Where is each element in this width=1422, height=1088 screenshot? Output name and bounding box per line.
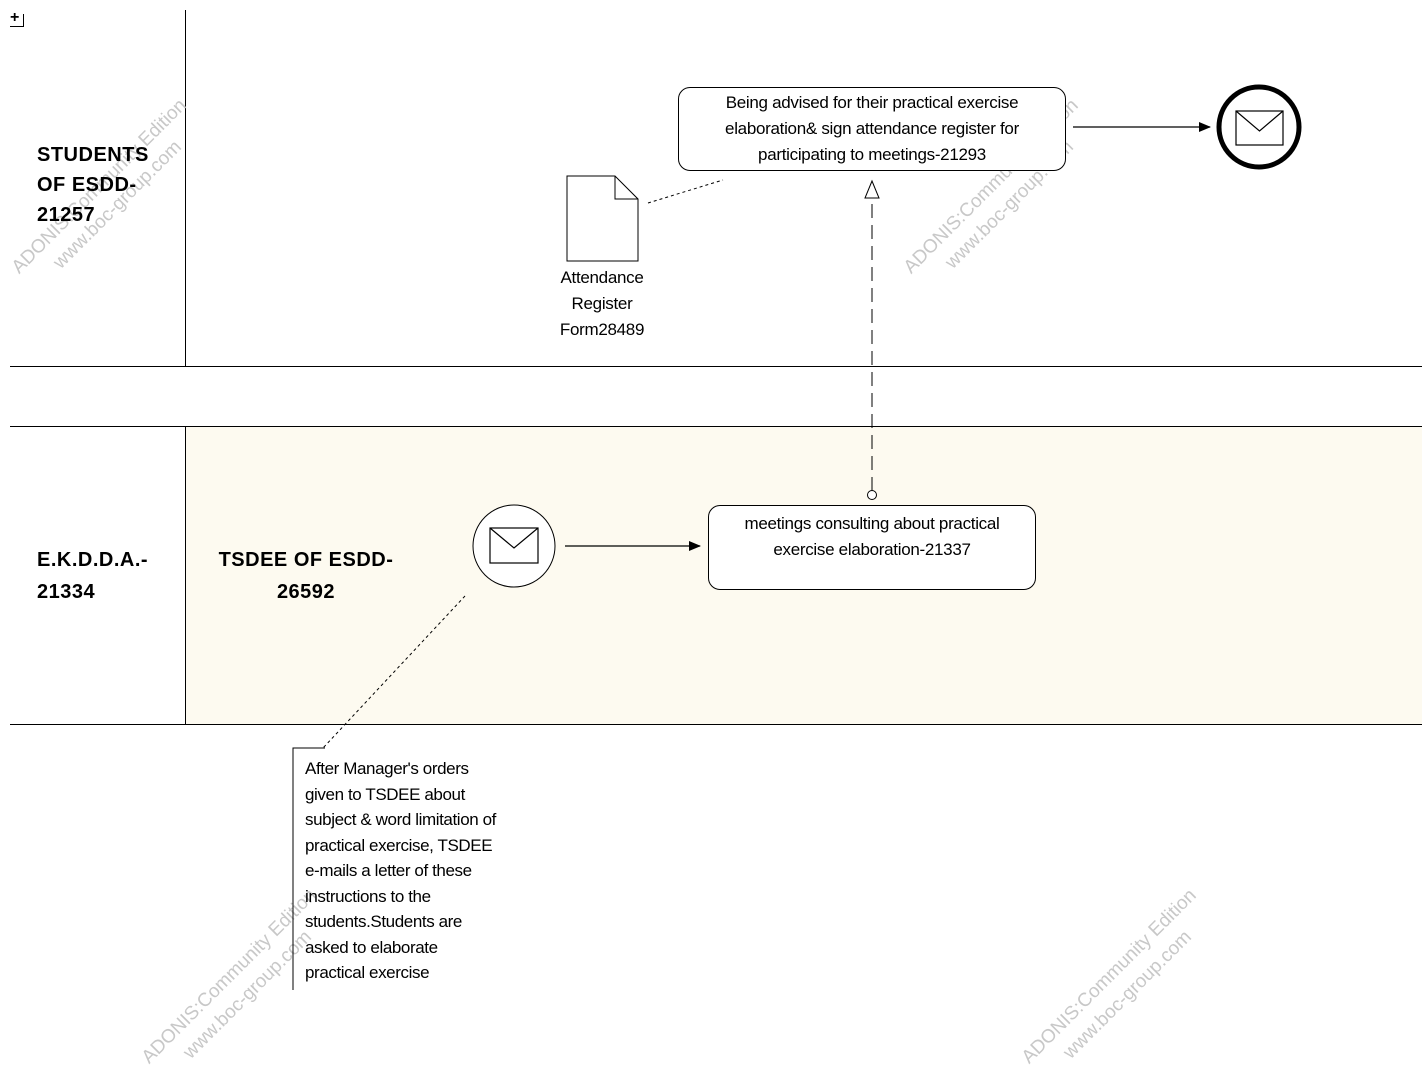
document-label-line: Attendance [560, 268, 644, 287]
expand-icon[interactable]: + [10, 9, 20, 26]
document-association [647, 179, 724, 204]
annotation-text: After Manager's orders given to TSDEE ab… [305, 756, 496, 986]
annotation-association [322, 595, 466, 749]
task-label-line: meetings consulting about practical [744, 514, 1000, 533]
document-icon [566, 175, 639, 262]
lane-title-line: TSDEE OF ESDD- [218, 549, 394, 571]
envelope-icon [489, 527, 539, 564]
expand-icon-bar [23, 14, 24, 26]
pool-title-ekdda: E.K.D.D.A.- 21334 [37, 544, 148, 608]
pool-border-students-bottom [10, 366, 1422, 367]
annotation-line: e-mails a letter of these [305, 861, 472, 880]
pool-title-line: OF ESDD- [37, 174, 137, 196]
lane-title-line: 26592 [276, 581, 336, 603]
task-label-line: participating to meetings-21293 [758, 145, 986, 164]
pool-title-line: STUDENTS [37, 144, 149, 166]
pool-title-students: STUDENTS OF ESDD- 21257 [37, 140, 149, 230]
pool-divider-students [185, 10, 186, 367]
message-flow-origin-circle [867, 490, 877, 500]
document-label: Attendance Register Form28489 [537, 265, 667, 343]
connectors [292, 84, 1302, 990]
pool-divider-ekdda [185, 426, 186, 725]
annotation-line: instructions to the [305, 886, 431, 906]
lane-title-tsdee: TSDEE OF ESDD- 26592 [196, 544, 416, 608]
expand-icon-underline [10, 26, 24, 27]
pool-title-line: 21257 [37, 204, 96, 226]
task-label-line: exercise elaboration-21337 [773, 540, 971, 559]
annotation-line: given to TSDEE about [305, 784, 465, 804]
message-flow-arrowhead [864, 179, 880, 199]
annotation-line: After Manager's orders [305, 759, 469, 778]
annotation-line: asked to elaborate [305, 937, 438, 957]
document-label-line: Register [571, 294, 633, 313]
document-label-line: Form28489 [559, 320, 645, 339]
document-fold [614, 176, 638, 200]
task-meetings-consulting[interactable]: meetings consulting about practical exer… [708, 505, 1036, 590]
pool-title-line: 21334 [37, 581, 96, 603]
annotation-line: practical exercise, TSDEE [305, 835, 493, 855]
pool-title-line: E.K.D.D.A.- [37, 549, 149, 571]
task-label-line: Being advised for their practical exerci… [725, 93, 1019, 112]
envelope-icon [1235, 110, 1284, 146]
task-being-advised[interactable]: Being advised for their practical exerci… [678, 87, 1066, 171]
annotation-bracket [292, 747, 325, 990]
pool-border-ekdda-bottom [10, 724, 1422, 725]
annotation-line: students.Students are [305, 912, 462, 931]
pool-border-ekdda-top [10, 426, 1422, 427]
annotation-line: subject & word limitation of [305, 810, 496, 829]
task-label-line: elaboration& sign attendance register fo… [725, 119, 1019, 138]
annotation-line: practical exercise [305, 963, 430, 982]
